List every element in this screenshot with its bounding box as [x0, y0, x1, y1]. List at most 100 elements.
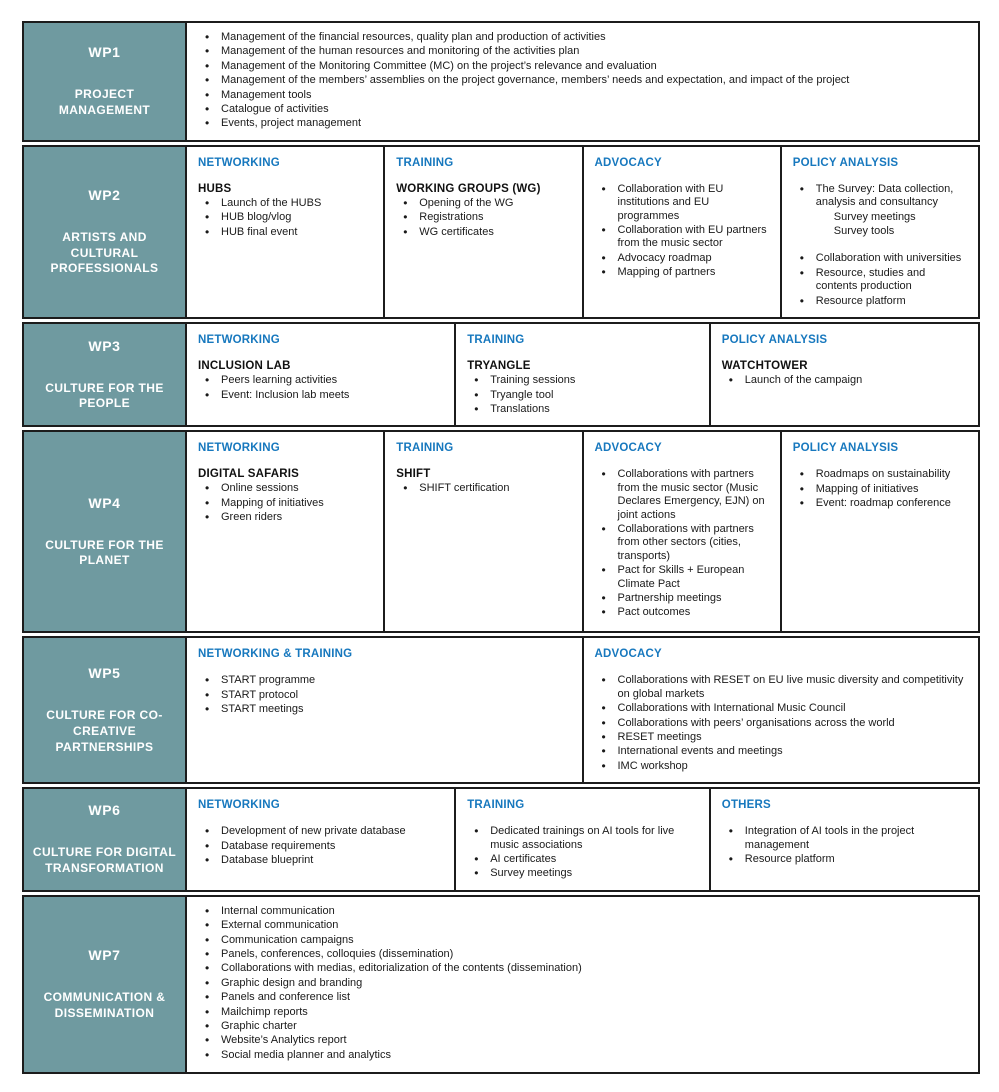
category-cell: POLICY ANALYSIS The Survey: Data collecti…	[782, 147, 978, 317]
list-item: START meetings	[196, 702, 572, 717]
item-list: Opening of the WGRegistrationsWG certifi…	[394, 196, 571, 240]
category-header: NETWORKING & TRAINING	[198, 648, 353, 661]
category-header: ADVOCACY	[594, 442, 662, 455]
wp-number: WP5	[88, 665, 121, 682]
wp-title: CULTURE FOR THE PEOPLE	[45, 380, 164, 411]
list-item: Resource, studies and contents productio…	[791, 266, 968, 294]
cell-subheader: INCLUSION LAB	[198, 360, 291, 373]
cell-subheader: HUBS	[198, 182, 232, 195]
item-list: Management of the financial resources, q…	[196, 30, 968, 132]
list-item: Management of the human resources and mo…	[196, 44, 968, 59]
list-item: Events, project management	[196, 116, 968, 131]
list-item: Survey tools	[833, 225, 895, 238]
item-list: Launch of the HUBSHUB blog/vlogHUB final…	[196, 196, 373, 240]
item-list: Dedicated trainings on AI tools for live…	[465, 824, 699, 881]
item-list: START programmeSTART protocolSTART meeti…	[196, 673, 572, 717]
list-item: IMC workshop	[593, 759, 969, 774]
list-item: Integration of AI tools in the project m…	[720, 824, 968, 852]
wp-number: WP3	[88, 337, 121, 354]
list-item: START programme	[196, 673, 572, 688]
category-cell: ADVOCACYCollaborations with RESET on EU …	[584, 638, 979, 782]
row-content: NETWORKING & TRAININGSTART programmeSTAR…	[187, 638, 979, 783]
list-item: Pact outcomes	[593, 605, 770, 620]
list-item: AI certificates	[465, 852, 699, 867]
list-item: Survey meetings	[833, 210, 916, 223]
item-list: Integration of AI tools in the project m…	[720, 824, 968, 867]
list-item: Tryangle tool	[465, 387, 699, 402]
category-header: TRAINING	[467, 799, 525, 812]
item-list: Collaborations with RESET on EU live mus…	[593, 673, 969, 774]
list-item: Graphic design and branding	[196, 976, 968, 991]
item-list: Collaborations with partners from the mu…	[593, 467, 770, 620]
list-item: Partnership meetings	[593, 591, 770, 606]
wp-title: CULTURE FOR DIGITAL TRANSFORMATION	[32, 845, 177, 875]
list-item: Event: Inclusion lab meets	[196, 387, 444, 402]
list-item: Event: roadmap conference	[791, 496, 968, 511]
item-list: Collaboration with EU institutions and E…	[593, 182, 770, 280]
list-item: Collaborations with International Music …	[593, 701, 969, 716]
item-list: Training sessionsTryangle toolTranslatio…	[465, 373, 699, 417]
list-item: Collaborations with partners from the mu…	[593, 467, 770, 522]
category-cell: ADVOCACYCollaboration with EU institutio…	[584, 146, 782, 318]
list-item: Graphic charter	[196, 1019, 968, 1034]
list-item: RESET meetings	[593, 730, 969, 745]
list-item: Database blueprint	[196, 853, 444, 868]
item-list: Roadmaps on sustainabilityMapping of ini…	[791, 467, 968, 511]
wp-title: COMMUNICATION & DISSEMINATION	[43, 990, 166, 1020]
wp-title: CULTURE FOR CO-CREATIVE PARTNERSHIPS	[46, 708, 163, 754]
list-item: Panels and conference list	[196, 990, 968, 1005]
item-list: The Survey: Data collection, analysis an…	[791, 182, 968, 309]
category-cell: OTHERSIntegration of AI tools in the pro…	[711, 789, 978, 890]
list-item: Training sessions	[465, 373, 699, 388]
list-item: Advocacy roadmap	[593, 251, 770, 266]
list-item: Management of the Monitoring Committee (…	[196, 59, 968, 74]
row-content: Management of the financial resources, q…	[187, 23, 978, 140]
row-content: Internal communicationExternal communica…	[187, 897, 978, 1072]
cell-subheader: SHIFT	[396, 468, 431, 481]
category-cell: NETWORKING & TRAININGSTART programmeSTAR…	[187, 638, 584, 783]
list-item: Internal communication	[196, 904, 968, 919]
list-item: Online sessions	[196, 481, 373, 496]
wp-number: WP4	[88, 494, 121, 511]
list-item: Resource platform	[720, 852, 968, 867]
list-item: External communication	[196, 918, 968, 933]
row-content: NETWORKINGHUBSLaunch of the HUBSHUB blog…	[187, 146, 978, 318]
item-list: SHIFT certification	[394, 481, 571, 496]
list-item: Database requirements	[196, 839, 444, 854]
category-header: NETWORKING	[198, 334, 280, 347]
category-header: POLICY ANALYSIS	[792, 156, 899, 169]
category-cell: POLICY ANALYSISWATCHTOWERLaunch of the c…	[711, 324, 978, 425]
wp-title: PROJECT MANAGEMENT	[58, 87, 151, 117]
list-item: Green riders	[196, 510, 373, 525]
category-cell: TRAININGSHIFTSHIFT certification	[385, 432, 584, 632]
cell-subheader: WORKING GROUPS (WG)	[396, 182, 541, 195]
list-item: Mapping of partners	[593, 265, 770, 280]
list-item: Management of the members’ assemblies on…	[196, 73, 968, 88]
list-item: Management tools	[196, 88, 968, 103]
list-item: SHIFT certification	[394, 481, 571, 496]
list-item: Development of new private database	[196, 824, 444, 839]
list-item: Launch of the campaign	[720, 373, 968, 388]
list-item: Resource platform	[791, 294, 968, 309]
category-cell: Management of the financial resources, q…	[187, 23, 978, 140]
item-list: Online sessionsMapping of initiativesGre…	[196, 481, 373, 525]
category-cell: NETWORKINGHUBSLaunch of the HUBSHUB blog…	[187, 146, 386, 318]
category-cell: NETWORKINGDevelopment of new private dat…	[187, 789, 457, 890]
